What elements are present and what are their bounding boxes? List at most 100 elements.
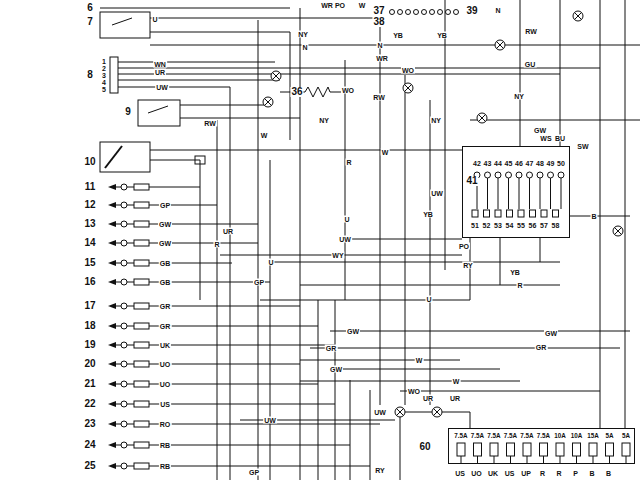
wire	[150, 18, 380, 19]
callout-number: 37	[372, 6, 385, 16]
terminal-ring	[121, 240, 127, 246]
wire-code: UP	[520, 470, 532, 477]
connector-plug	[134, 361, 149, 367]
pin-number: 58	[551, 222, 561, 229]
wire	[400, 417, 401, 480]
pin-number: 53	[493, 222, 503, 229]
wire-code: US	[504, 470, 516, 477]
wire	[150, 160, 200, 300]
callout-number: 14	[83, 238, 96, 248]
connector-plug	[134, 260, 149, 266]
pin-number: 51	[470, 222, 480, 229]
wire	[127, 445, 134, 446]
connector-pin	[398, 10, 403, 15]
wire-code: NY	[318, 117, 330, 124]
callout-number: 20	[83, 359, 96, 369]
wire-code: RW	[524, 28, 538, 35]
wire	[149, 306, 300, 307]
connector-pin	[430, 10, 435, 15]
fuse-rating: 7.5A	[470, 433, 485, 439]
wire-code: WN	[153, 61, 167, 68]
wire-code: N	[301, 44, 308, 51]
bulb-symbol	[613, 226, 623, 236]
callout-number: 17	[83, 301, 96, 311]
wire	[127, 224, 134, 225]
wire-code: BU	[554, 135, 566, 142]
fuse-rating: 10A	[553, 433, 567, 439]
component-housing	[110, 57, 118, 93]
connector-terminal	[108, 401, 335, 407]
connector-plug	[134, 202, 149, 208]
wire	[127, 345, 134, 346]
terminal-arrow	[108, 401, 116, 407]
wire	[625, 0, 626, 428]
wire-code: NY	[297, 31, 309, 38]
connector-plug	[134, 303, 149, 309]
callout-number: 12	[83, 200, 96, 210]
connector-plug	[134, 323, 149, 329]
wire	[118, 68, 600, 69]
terminal-arrow	[108, 421, 116, 427]
wire-code: GW	[533, 127, 547, 134]
fuse-rating: 5A	[621, 433, 631, 439]
wire-code: W	[260, 132, 269, 139]
bulb-symbol	[395, 407, 405, 417]
wire-code: YB	[422, 211, 434, 218]
callout-number: 4	[101, 79, 107, 86]
wire	[127, 205, 134, 206]
wire-code: RW	[372, 94, 386, 101]
terminal-ring	[121, 342, 127, 348]
pin-number: 47	[525, 160, 535, 167]
bulb-symbol	[573, 11, 583, 21]
wire-code: GW	[329, 366, 343, 373]
wire-code: UK	[159, 342, 171, 349]
wire-code: US	[159, 401, 171, 408]
wire	[149, 445, 350, 446]
wire-code: YB	[392, 32, 404, 39]
wire	[127, 243, 134, 244]
wire-code: UO	[470, 470, 483, 477]
wire-code: R	[213, 241, 220, 248]
wire-code: U	[267, 259, 274, 266]
callout-number: 1	[101, 58, 107, 65]
wire	[180, 118, 300, 480]
connector-pin	[446, 10, 451, 15]
wire-code: UR	[422, 395, 434, 402]
pin-number: 54	[505, 222, 515, 229]
pin-number: 43	[483, 160, 493, 167]
wire-code: UK	[487, 470, 499, 477]
terminal-ring	[121, 303, 127, 309]
wire-code: N	[376, 42, 383, 49]
connector-plug	[134, 279, 149, 285]
component-housing	[100, 12, 150, 38]
callout-number: 39	[465, 6, 478, 16]
wire	[345, 60, 346, 300]
terminal-ring	[121, 401, 127, 407]
wire-code: GW	[158, 240, 172, 247]
wire-code: R	[539, 470, 546, 477]
callout-number: 9	[124, 107, 132, 117]
wire-code: GU	[524, 61, 537, 68]
connector-terminal	[108, 221, 258, 227]
wire-code: RW	[203, 120, 217, 127]
callout-number: 6	[86, 3, 94, 13]
wire	[445, 0, 446, 270]
pin-number: 49	[546, 160, 556, 167]
wire	[118, 87, 230, 480]
wire	[260, 300, 470, 301]
callout-number: 5	[101, 86, 107, 93]
callout-number: 60	[418, 442, 431, 452]
wire-code: NY	[513, 93, 525, 100]
wire	[116, 326, 121, 327]
wire-code: R	[516, 282, 523, 289]
connector-pin	[406, 10, 411, 15]
wire-code: NY	[430, 117, 442, 124]
wire	[127, 364, 134, 365]
wire	[127, 326, 134, 327]
component-housing	[100, 142, 150, 172]
wire-code: U	[425, 296, 432, 303]
bulb-symbol	[263, 97, 273, 107]
connector-terminal	[108, 442, 350, 448]
wire-code: GR	[535, 344, 548, 351]
wire	[127, 263, 134, 264]
